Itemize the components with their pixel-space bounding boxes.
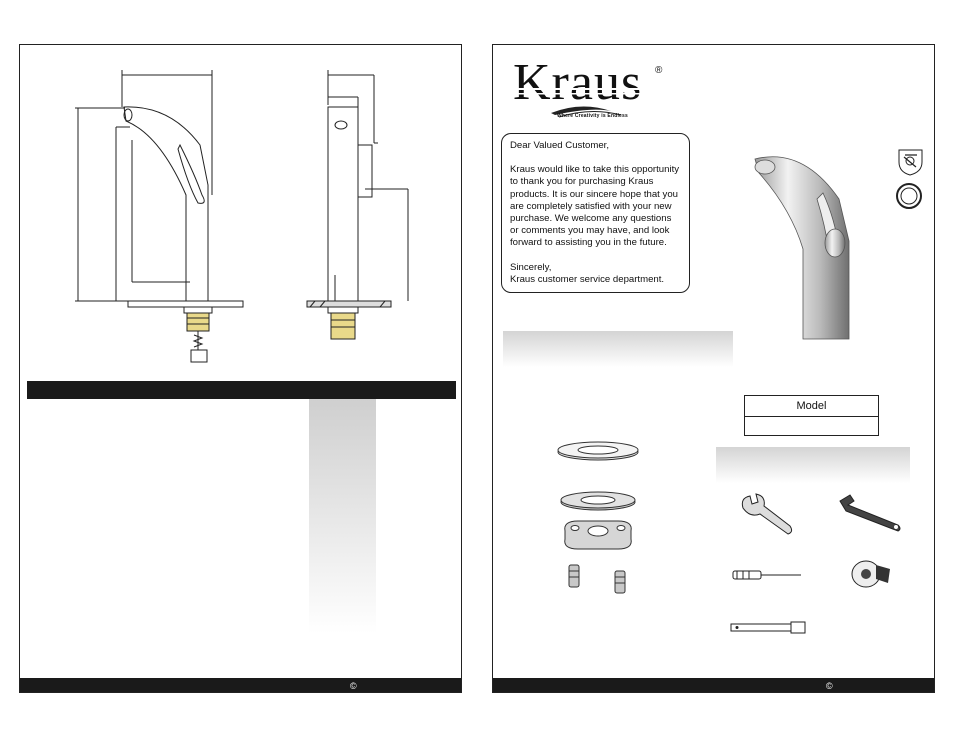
metal-washer-ring — [560, 491, 636, 511]
letter-signature: Kraus customer service department. — [510, 273, 665, 285]
logo-wordmark: Kraus — [513, 55, 642, 111]
right-footer-bar: © — [493, 678, 934, 692]
faucet-dimension-drawings — [75, 70, 409, 363]
side-view-drawing — [75, 70, 244, 363]
mounting-bracket — [564, 520, 632, 550]
registered-mark: ® — [655, 65, 663, 76]
right-copyright-symbol: © — [826, 681, 833, 691]
package-contents-header — [503, 331, 733, 367]
screwdriver-icon — [732, 570, 801, 580]
ring-certification-icon — [896, 183, 922, 209]
open-wrench-icon — [741, 493, 793, 535]
faucet-product-image — [754, 156, 850, 340]
model-label: Model — [745, 396, 878, 417]
kraus-logo: Kraus ® — [511, 55, 663, 118]
socket-wrench-icon — [730, 621, 806, 634]
gradient-column — [309, 399, 376, 675]
tools-required-header — [716, 447, 910, 483]
specifications-header-bar — [27, 381, 456, 399]
letter-salutation: Dear Valued Customer, — [510, 140, 610, 151]
letter-sincerely: Sincerely, — [510, 261, 552, 273]
mounting-bolt-left — [568, 564, 580, 588]
customer-letter: Dear Valued Customer, Kraus would like t… — [501, 133, 690, 293]
model-box: Model — [744, 395, 879, 436]
left-footer-bar: © — [20, 678, 461, 692]
rubber-gasket-ring — [557, 441, 639, 461]
front-view-drawing — [306, 70, 409, 340]
left-page: © — [19, 44, 462, 693]
right-page: Kraus ® Where Creativity is Endless Dear… — [492, 44, 935, 693]
letter-body: Kraus would like to take this opportunit… — [510, 164, 680, 249]
mounting-bolt-right — [614, 570, 626, 594]
upc-certification-icon — [898, 149, 923, 176]
letter-closing: Sincerely, Kraus customer service depart… — [510, 262, 681, 286]
brand-tagline: Where Creativity is Endless — [557, 113, 628, 119]
plumbers-tape-icon — [851, 560, 890, 588]
adjustable-wrench-icon — [839, 494, 901, 532]
mounting-hardware-illustration — [557, 441, 639, 594]
left-copyright-symbol: © — [350, 681, 357, 691]
